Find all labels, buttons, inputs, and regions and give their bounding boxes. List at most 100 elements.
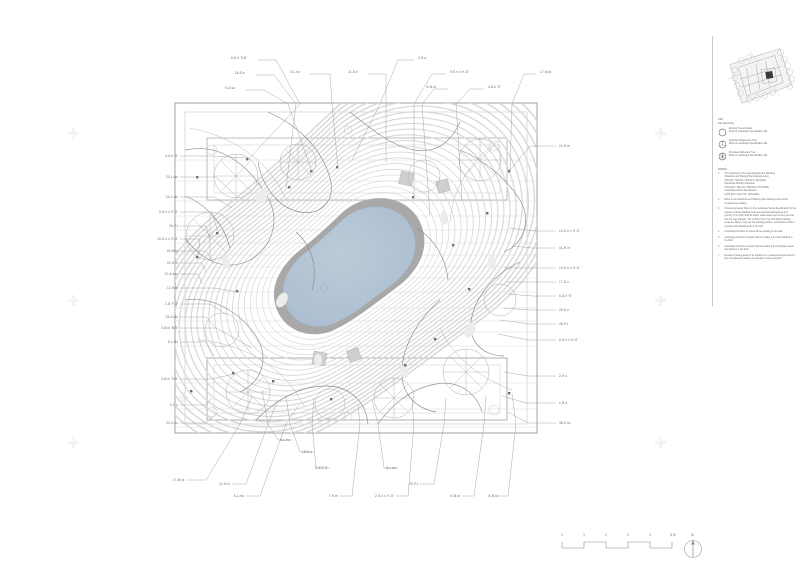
plant-label: 25-D.e (559, 308, 570, 312)
note-number: 6 (718, 245, 720, 248)
note-number: 5 (718, 236, 720, 239)
north-label: N (691, 533, 694, 537)
plant-label: 21-H.m (559, 144, 571, 148)
plant-label: 17-D.e (559, 280, 570, 284)
notes-list: 1 This drawing is to be read alongside th… (718, 173, 796, 262)
plant-label: 5-S.n x 'K.G' (159, 210, 178, 214)
plant-label: 11-D.e (348, 70, 358, 74)
plant-label: 26-P.t (169, 224, 178, 228)
plant-label: 5-A.h 'S' (559, 294, 572, 298)
registration-mark (178, 392, 189, 403)
plant-label: 17-M.st (540, 70, 552, 74)
note-item: 6 Landscape Architect to assist with the … (718, 246, 796, 253)
scale-tick: 1 (583, 533, 585, 537)
registration-mark (655, 295, 666, 306)
plant-label: 25-S.nis (165, 315, 178, 319)
plant-label: 41-H.m (559, 246, 571, 250)
circle-spokes-icon (718, 140, 727, 149)
plant-label: 22-H.m (166, 261, 178, 265)
circle-multi-icon (718, 152, 727, 161)
legend-label-line1: Proposed Single-stem Tree (729, 140, 757, 142)
legend-title: KEY (718, 118, 725, 121)
note-number: 3 (718, 208, 720, 211)
registration-mark (68, 295, 79, 306)
plant-label: 8-L.nis (167, 340, 178, 344)
registration-mark (68, 128, 79, 139)
scale-tick: 2 (605, 533, 607, 537)
plant-label: 11-A.soo (164, 272, 178, 276)
plant-label: 2-B 'F.G' (165, 302, 178, 306)
plant-label: 6-L.ho (280, 438, 290, 442)
note-text: Extents of paving areas to be marked out… (724, 254, 795, 261)
registration-mark (655, 437, 666, 448)
notes-title: NOTES (718, 168, 727, 171)
plant-label: 3-B.m 'S.B' (161, 377, 178, 381)
circle-plain-icon (718, 128, 727, 137)
legend-label-line2: Refer to Landscape Specification 420 (729, 155, 768, 158)
note-text: Landscape Architect to review all tree p… (724, 231, 783, 234)
plant-label: 4-A.h 'S' (165, 154, 178, 158)
shrub-masses (221, 188, 496, 379)
note-text: This drawing is to be read alongside the… (724, 173, 776, 196)
plant-label: 20-L.nis (165, 175, 178, 179)
plant-label: 18-D.e (301, 450, 312, 454)
note-text: Landscape Architect to assist with the s… (724, 236, 793, 243)
plant-label: 6-L.nis (233, 494, 244, 498)
key-area-marker (765, 71, 774, 80)
legend-label-line1: Existing Tree to Retain (729, 128, 753, 130)
plant-label: 8-L.ho (386, 466, 396, 470)
plant-label: 2-R.a (418, 56, 427, 60)
legend-item-multi-stem-tree: Proposed Multi-stem Tree Refer to Landsc… (718, 152, 796, 161)
pond-water (282, 206, 416, 327)
plant-label: 18-D.e (234, 71, 245, 75)
tree-symbols (185, 125, 517, 421)
plant-label: 3-B.m 'B.B' (161, 326, 178, 330)
legend-subtitle: Site Boundary (718, 122, 735, 125)
legend-label-line2: Refer to Landscape Specification 420 (729, 143, 768, 146)
registration-mark (655, 128, 666, 139)
leader-lines (180, 59, 556, 497)
scale-tick: 4 (649, 533, 651, 537)
note-number: 7 (718, 254, 720, 257)
plant-label: 7-H.m (328, 494, 338, 498)
plant-label: 6-M.st (426, 85, 436, 89)
plant-label: 24-L.nis (165, 195, 178, 199)
pond-outlet-icon (320, 284, 328, 292)
plant-label: 2-S.n x 'K.G' (375, 494, 394, 498)
note-item: 1 This drawing is to be read alongside th… (718, 173, 796, 197)
legend-label-line2: Refer to Landscape Specification 420 (729, 131, 768, 134)
scale-tick: 3 (627, 533, 629, 537)
note-item: 7 Extents of paving areas to be marked ou… (718, 255, 796, 262)
plant-label: 38-S.so (559, 421, 571, 425)
plant-label: 4-A.h 'S' (488, 85, 501, 89)
north-arrow: N (682, 533, 704, 559)
plant-label: 12-H.m (166, 286, 178, 290)
legend-item-existing-tree: Existing Tree to Retain Refer to Landsca… (718, 128, 796, 137)
plant-label: 5-A.sa (225, 86, 235, 90)
plant-label: 9-S.n x 'K.G' (450, 70, 469, 74)
note-number: 1 (718, 173, 720, 175)
plant-label: 6-M.st (450, 494, 460, 498)
stepping-stones (311, 170, 451, 367)
plant-label: 8-D.e 'S.B' (230, 56, 247, 60)
note-item: 5 Landscape Architect to assist with the … (718, 237, 796, 244)
plant-label: 2-B 'F.S' (315, 466, 328, 470)
plant-label: 10-S.n x 'K.G' (559, 266, 580, 270)
legend-label-line1: Proposed Multi-stem Tree (729, 152, 756, 154)
plant-label: 10-S.n x 'K.G' (559, 229, 580, 233)
note-text: Landscape Architect to assist with the s… (724, 245, 794, 252)
plant-label: 2-H.s (559, 374, 568, 378)
plant-label: 1-R.a (559, 401, 568, 405)
plant-label: 20-P.t (409, 482, 418, 486)
plant-label: 16-M.st (166, 249, 178, 253)
scale-tick: 5 M (670, 533, 676, 537)
plant-label: 12-H.m (218, 482, 230, 486)
plant-label: 2-H.s (169, 403, 178, 407)
scale-bar: 0 1 2 3 4 5 M (560, 533, 680, 559)
note-text: Refer to the Softworks and Planting Plan… (724, 199, 788, 205)
plant-label: 46-P.t (559, 322, 568, 326)
